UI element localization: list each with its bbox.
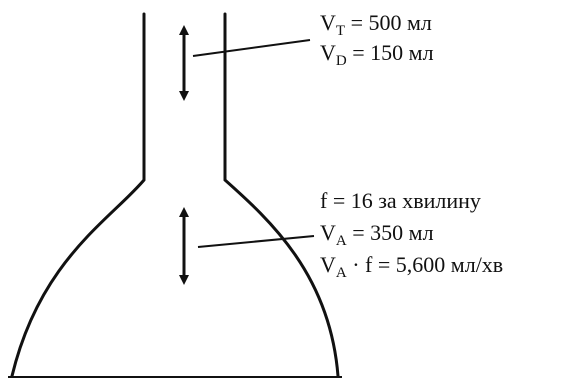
frequency-label: f = 16 за хвилину: [320, 188, 481, 214]
dead-space-symbol: V: [320, 40, 336, 65]
dead-space-subscript: D: [335, 53, 347, 69]
alveolar-volume-subscript: A: [335, 233, 347, 249]
alveolar-ventilation-value: · f = 5,600 мл/хв: [352, 252, 504, 277]
tidal-volume-label: VT = 500 мл: [320, 10, 432, 44]
airway-right-wall: [223, 12, 340, 378]
alveolar-volume-symbol: V: [320, 220, 336, 245]
tidal-volume-value: = 500 мл: [350, 10, 432, 35]
dead-space-leader: [192, 39, 311, 57]
frequency-value: f = 16 за хвилину: [320, 188, 481, 213]
tidal-volume-symbol: V: [320, 10, 336, 35]
dead-space-label: VD = 150 мл: [320, 40, 434, 74]
airway-left-wall: [10, 12, 146, 378]
tidal-volume-subscript: T: [335, 23, 346, 39]
alveolar-leader: [197, 235, 315, 248]
alveolar-ventilation-symbol: V: [320, 252, 336, 277]
alveolar-volume-label: VA = 350 мл: [320, 220, 434, 254]
alveolar-ventilation-label: VA · f = 5,600 мл/хв: [320, 252, 503, 286]
alveolar-volume-value: = 350 мл: [352, 220, 434, 245]
alveolar-ventilation-subscript: A: [335, 265, 347, 281]
dead-space-value: = 150 мл: [352, 40, 434, 65]
